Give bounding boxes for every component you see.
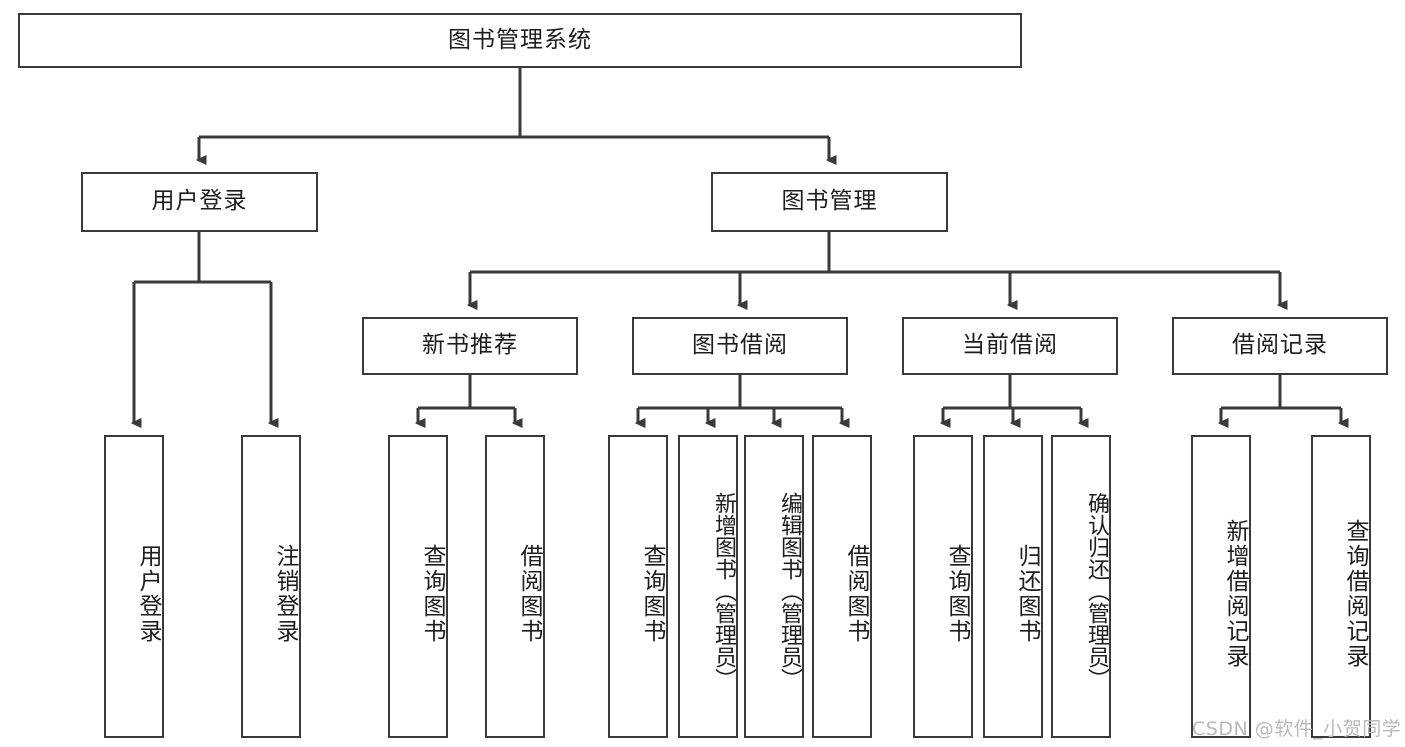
node-borrow-record[interactable]: 借阅记录 — [1172, 317, 1388, 375]
node-book-borrow-label: 图书借阅 — [692, 332, 788, 359]
node-leaf-user-login[interactable]: 用户登录 — [104, 435, 164, 738]
node-leaf-user-logout[interactable]: 注销登录 — [241, 435, 301, 738]
node-leaf-borrow-book-recommend[interactable]: 借阅图书 — [485, 435, 545, 738]
node-user-login-label: 用户登录 — [151, 188, 248, 215]
node-book-management-label: 图书管理 — [781, 188, 878, 215]
node-current-borrow-label: 当前借阅 — [962, 332, 1058, 359]
node-root[interactable]: 图书管理系统 — [18, 13, 1022, 68]
node-root-label: 图书管理系统 — [448, 26, 592, 53]
node-leaf-query-borrow-record[interactable]: 查询借阅记录 — [1311, 435, 1371, 738]
node-leaf-confirm-return-admin[interactable]: 确认归还（管理员） — [1051, 435, 1111, 738]
node-new-book-recommend[interactable]: 新书推荐 — [362, 317, 578, 375]
node-leaf-query-book-current[interactable]: 查询图书 — [913, 435, 973, 738]
node-borrow-record-label: 借阅记录 — [1232, 332, 1328, 359]
node-book-management[interactable]: 图书管理 — [711, 172, 948, 232]
node-leaf-query-book-recommend[interactable]: 查询图书 — [388, 435, 448, 738]
node-leaf-query-book-borrow[interactable]: 查询图书 — [608, 435, 668, 738]
csdn-watermark: CSDN @软件_小贺同学 — [1192, 718, 1402, 740]
node-leaf-add-borrow-record[interactable]: 新增借阅记录 — [1191, 435, 1251, 738]
node-current-borrow[interactable]: 当前借阅 — [902, 317, 1118, 375]
node-book-borrow[interactable]: 图书借阅 — [632, 317, 848, 375]
node-leaf-edit-book-admin[interactable]: 编辑图书（管理员） — [744, 435, 804, 738]
node-leaf-return-book[interactable]: 归还图书 — [983, 435, 1043, 738]
node-new-book-recommend-label: 新书推荐 — [422, 332, 518, 359]
node-leaf-borrow-book[interactable]: 借阅图书 — [812, 435, 872, 738]
node-user-login[interactable]: 用户登录 — [81, 172, 318, 232]
node-leaf-add-book-admin[interactable]: 新增图书（管理员） — [678, 435, 738, 738]
